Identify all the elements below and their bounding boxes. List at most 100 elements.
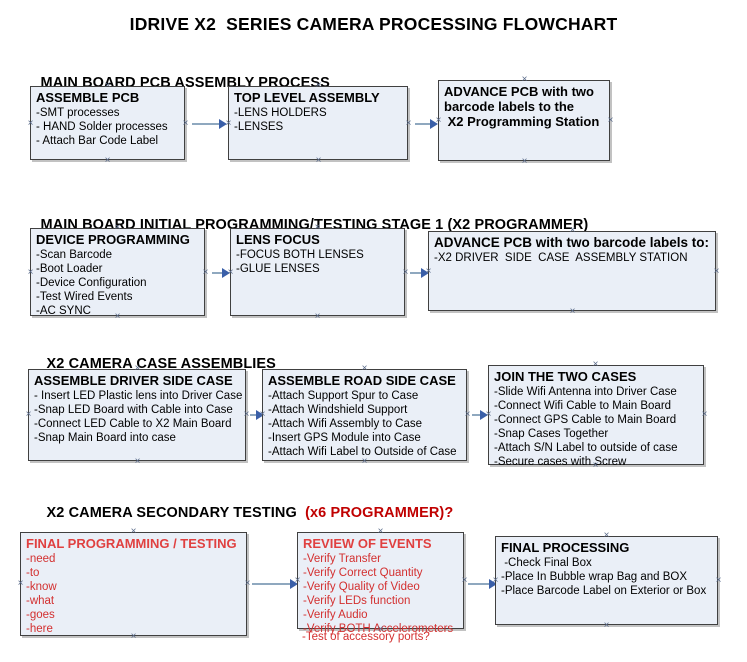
connection-point[interactable] <box>24 410 33 419</box>
node-line: -FOCUS BOTH LENSES <box>236 249 364 261</box>
node-line: -Attach Support Spur to Case <box>268 390 419 402</box>
connection-point[interactable] <box>434 116 443 125</box>
node-top-level-assembly[interactable]: TOP LEVEL ASSEMBLY -LENS HOLDERS -LENSES <box>228 86 408 160</box>
node-line: -LENSES <box>234 121 284 133</box>
connection-point[interactable] <box>314 156 323 165</box>
connection-point[interactable] <box>401 268 410 277</box>
connector-line <box>415 123 432 125</box>
node-advance-pcb-programming-station[interactable]: ADVANCE PCB with two barcode labels to t… <box>438 80 610 161</box>
connection-point[interactable] <box>226 268 235 277</box>
connection-point[interactable] <box>258 410 267 419</box>
node-device-programming[interactable]: DEVICE PROGRAMMING -Scan Barcode -Boot L… <box>30 228 205 317</box>
connection-point[interactable] <box>293 576 302 585</box>
node-join-the-two-cases[interactable]: JOIN THE TWO CASES -Slide Wifi Antenna i… <box>488 365 704 468</box>
connection-point[interactable] <box>520 75 529 84</box>
connection-point[interactable] <box>313 312 322 321</box>
connection-point[interactable] <box>484 410 493 419</box>
node-header: ADVANCE PCB with two barcode labels to: <box>434 235 710 250</box>
connection-point[interactable] <box>201 268 210 277</box>
node-header: ADVANCE PCB with two barcode labels to t… <box>444 84 600 129</box>
node-line: -Verify Transfer <box>303 553 381 565</box>
connection-point[interactable] <box>16 579 25 588</box>
connection-point[interactable] <box>26 268 35 277</box>
section-heading-x2-camera-secondary-testing: X2 CAMERA SECONDARY TESTING (x6 PROGRAMM… <box>30 489 454 537</box>
node-line: -AC SYNC <box>36 305 91 317</box>
node-header: ASSEMBLE PCB <box>36 90 140 105</box>
connection-point[interactable] <box>591 461 600 470</box>
connection-point[interactable] <box>424 267 433 276</box>
connection-point[interactable] <box>714 576 723 585</box>
node-lens-focus[interactable]: LENS FOCUS -FOCUS BOTH LENSES -GLUE LENS… <box>230 228 405 316</box>
node-line: -Attach Wifi Assembly to Case <box>268 418 423 430</box>
node-line: -Snap LED Board with Cable into Case <box>34 404 233 416</box>
connector-arrowhead <box>219 119 227 129</box>
connection-point[interactable] <box>491 576 500 585</box>
connection-point[interactable] <box>602 621 611 630</box>
connector-line <box>468 583 493 585</box>
node-final-processing[interactable]: FINAL PROCESSING -Check Final Box -Place… <box>495 536 718 625</box>
node-line: -Verify Audio <box>303 609 368 621</box>
connection-point[interactable] <box>591 360 600 369</box>
node-assemble-driver-side-case[interactable]: ASSEMBLE DRIVER SIDE CASE - Insert LED P… <box>28 369 246 461</box>
node-line: -Boot Loader <box>36 263 103 275</box>
connection-point[interactable] <box>26 119 35 128</box>
node-line: -what <box>26 595 55 607</box>
connection-point[interactable] <box>376 625 385 634</box>
connection-point[interactable] <box>568 226 577 235</box>
connection-point[interactable] <box>568 307 577 316</box>
node-line: -Place Barcode Label on Exterior or Box <box>501 585 707 597</box>
connector-line <box>212 272 224 274</box>
connection-point[interactable] <box>520 157 529 166</box>
connection-point[interactable] <box>463 410 472 419</box>
connection-point[interactable] <box>133 457 142 466</box>
connection-point[interactable] <box>113 312 122 321</box>
connector-line <box>192 123 221 125</box>
node-line: -Verify Correct Quantity <box>303 567 423 579</box>
connection-point[interactable] <box>129 632 138 641</box>
node-line: -Verify Quality of Video <box>303 581 420 593</box>
connection-point[interactable] <box>376 527 385 536</box>
connection-point[interactable] <box>360 457 369 466</box>
section-heading-text: X2 CAMERA CASE ASSEMBLIES <box>46 356 276 372</box>
connection-point[interactable] <box>113 223 122 232</box>
connection-point[interactable] <box>602 531 611 540</box>
node-line: -Device Configuration <box>36 277 147 289</box>
connector-line <box>472 414 484 416</box>
node-line: -need <box>26 553 56 565</box>
connection-point[interactable] <box>103 156 112 165</box>
node-advance-pcb-driver-side-case[interactable]: ADVANCE PCB with two barcode labels to: … <box>428 231 716 311</box>
node-line: -Test Wired Events <box>36 291 133 303</box>
node-final-programming-testing[interactable]: FINAL PROGRAMMING / TESTING -need -to -k… <box>20 532 247 636</box>
node-line: -Scan Barcode <box>36 249 113 261</box>
node-line: -Snap Cases Together <box>494 428 609 440</box>
node-overflow-line: -Test of accessory ports? <box>302 631 430 643</box>
section-heading-text: X2 CAMERA SECONDARY TESTING <box>46 505 306 521</box>
connection-point[interactable] <box>133 364 142 373</box>
node-assemble-pcb[interactable]: ASSEMBLE PCB -SMT processes - HAND Solde… <box>30 86 185 160</box>
connection-point[interactable] <box>700 410 709 419</box>
connection-point[interactable] <box>360 364 369 373</box>
connection-point[interactable] <box>313 223 322 232</box>
node-line: -know <box>26 581 57 593</box>
node-review-of-events[interactable]: REVIEW OF EVENTS -Verify Transfer -Verif… <box>297 532 464 635</box>
connector-line <box>250 414 260 416</box>
connection-point[interactable] <box>404 119 413 128</box>
connection-point[interactable] <box>181 119 190 128</box>
connection-point[interactable] <box>712 267 721 276</box>
connection-point[interactable] <box>129 527 138 536</box>
connection-point[interactable] <box>314 81 323 90</box>
node-line: -here <box>26 623 53 635</box>
connection-point[interactable] <box>606 116 615 125</box>
node-line: -Connect LED Cable to X2 Main Board <box>34 418 232 430</box>
node-assemble-road-side-case[interactable]: ASSEMBLE ROAD SIDE CASE -Attach Support … <box>262 369 467 461</box>
connection-point[interactable] <box>103 81 112 90</box>
node-line: -Secure cases with Screw <box>494 456 627 468</box>
node-header: TOP LEVEL ASSEMBLY <box>234 90 380 105</box>
node-line: -Connect GPS Cable to Main Board <box>494 414 677 426</box>
node-line: - HAND Solder processes <box>36 121 168 133</box>
node-header: ASSEMBLE ROAD SIDE CASE <box>268 373 456 388</box>
node-line: -goes <box>26 609 55 621</box>
node-line: -Snap Main Board into case <box>34 432 176 444</box>
connection-point[interactable] <box>243 579 252 588</box>
connection-point[interactable] <box>224 119 233 128</box>
